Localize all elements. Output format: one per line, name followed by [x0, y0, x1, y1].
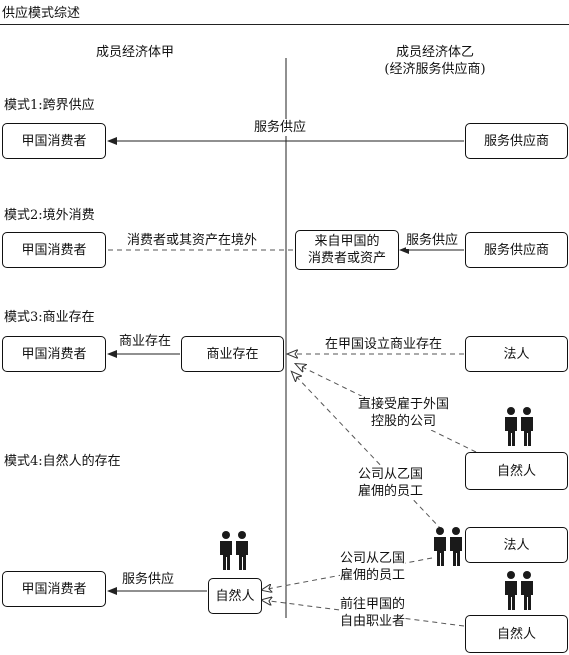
mode4-legal-person-box: 法人 [465, 527, 568, 563]
mode2-consumer-box: 甲国消费者 [2, 232, 106, 268]
mode2-supplier-box: 服务供应商 [465, 232, 568, 268]
mode1-consumer-box: 甲国消费者 [2, 123, 106, 159]
mode3-presence-box: 商业存在 [181, 336, 284, 372]
person-pair-icon [220, 531, 248, 570]
title-divider [0, 24, 569, 25]
mode3-consumer-box: 甲国消费者 [2, 336, 106, 372]
mode1-label: 模式1:跨界供应 [4, 98, 95, 113]
person-pair-icon [505, 407, 533, 446]
mode4-natural-person-box-a: 自然人 [465, 452, 568, 490]
mode2-arrow-label: 服务供应 [406, 232, 459, 249]
mode2-dashed-label: 消费者或其资产在境外 [127, 232, 258, 249]
right-column-title-main: 成员经济体乙 [395, 45, 474, 60]
mode1-arrow-label: 服务供应 [254, 119, 307, 136]
mode2-consumer-assets-box: 来自甲国的 消费者或资产 [295, 230, 399, 270]
diagram-title: 供应模式综述 [2, 6, 81, 21]
right-column-title: 成员经济体乙 (经济服务供应商) [360, 44, 510, 78]
mode4-hired-foreign-label: 直接受雇于外国 控股的公司 [358, 396, 450, 430]
mode4-natural-person-center-box: 自然人 [208, 578, 262, 614]
mode4-consumer-box: 甲国消费者 [2, 571, 106, 607]
mode4-arrow-label: 服务供应 [122, 571, 175, 588]
mode4-natural-person-box-b: 自然人 [465, 615, 568, 653]
mode4-label: 模式4:自然人的存在 [4, 454, 121, 469]
mode4-freelancer-label: 前往甲国的 自由职业者 [340, 596, 406, 630]
left-column-title: 成员经济体甲 [95, 45, 174, 60]
person-pair-icon [434, 527, 462, 566]
mode3-legal-person-box: 法人 [465, 336, 568, 372]
mode3-establish-label: 在甲国设立商业存在 [325, 336, 443, 353]
mode4-employee-to-presence-label: 公司从乙国 雇佣的员工 [358, 466, 424, 500]
mode4-employee-to-person-label: 公司从乙国 雇佣的员工 [340, 550, 406, 584]
right-column-subtitle: (经济服务供应商) [384, 62, 486, 77]
person-pair-icon [505, 571, 533, 610]
mode2-label: 模式2:境外消费 [4, 208, 95, 223]
mode1-supplier-box: 服务供应商 [465, 123, 568, 159]
mode3-label: 模式3:商业存在 [4, 310, 95, 325]
mode4-employee-to-presence-arrow [292, 372, 443, 531]
mode3-arrow-label: 商业存在 [119, 333, 172, 350]
